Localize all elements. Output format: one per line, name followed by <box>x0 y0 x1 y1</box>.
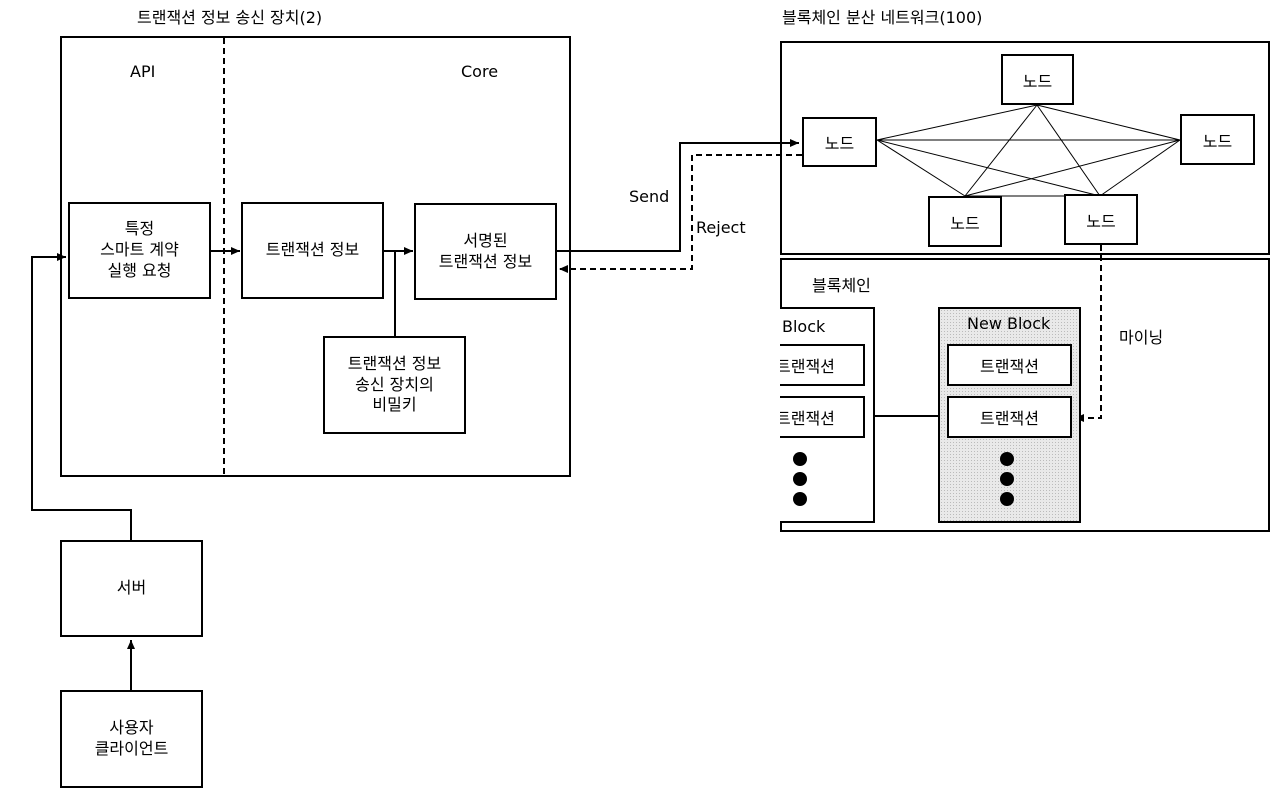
node-mesh <box>876 104 1181 197</box>
signed-tx-box: 서명된 트랜잭션 정보 <box>414 203 557 300</box>
ellipsis-dot <box>1000 492 1014 506</box>
api-label: API <box>130 62 156 81</box>
node-bottom-left: 노드 <box>928 196 1002 247</box>
server-box: 서버 <box>60 540 203 637</box>
private-key-box: 트랜잭션 정보 송신 장치의 비밀키 <box>323 336 466 434</box>
smart-contract-request-box: 특정 스마트 계약 실행 요청 <box>68 202 211 299</box>
block-tx-2-label: 트랜잭션 <box>780 409 835 428</box>
block-tx-1: 트랜잭션 <box>780 344 865 386</box>
node-right: 노드 <box>1180 114 1255 165</box>
ellipsis-dot <box>1000 452 1014 466</box>
arrow-mining <box>1075 245 1102 422</box>
arrow-reject <box>559 154 802 273</box>
network-container <box>780 41 1270 255</box>
mining-label: 마이닝 <box>1119 328 1164 347</box>
network-title: 블록체인 분산 네트워크(100) <box>782 8 983 27</box>
reject-label: Reject <box>696 218 746 237</box>
arrow-send <box>556 139 799 252</box>
node-left: 노드 <box>802 117 877 167</box>
node-top: 노드 <box>1001 54 1074 105</box>
node-bottom-right: 노드 <box>1064 194 1138 245</box>
ellipsis-dot <box>793 472 807 486</box>
new-block-tx-2: 트랜잭션 <box>947 396 1072 438</box>
device-container <box>60 36 571 477</box>
arrow-server-to-request <box>31 253 132 541</box>
core-label: Core <box>461 62 499 81</box>
tx-info-box: 트랜잭션 정보 <box>241 202 384 299</box>
new-block-label: New Block <box>967 314 1051 333</box>
block-tx-2: 트랜잭션 <box>780 396 865 438</box>
ellipsis-dot <box>1000 472 1014 486</box>
blockchain-label: 블록체인 <box>812 276 871 295</box>
block-label: Block <box>782 317 826 336</box>
ellipsis-dot <box>793 452 807 466</box>
block-tx-1-label: 트랜잭션 <box>780 357 835 376</box>
user-client-box: 사용자 클라이언트 <box>60 690 203 788</box>
ellipsis-dot <box>793 492 807 506</box>
device-title: 트랜잭션 정보 송신 장치(2) <box>137 8 323 27</box>
send-label: Send <box>629 187 670 206</box>
new-block-tx-1: 트랜잭션 <box>947 344 1072 386</box>
